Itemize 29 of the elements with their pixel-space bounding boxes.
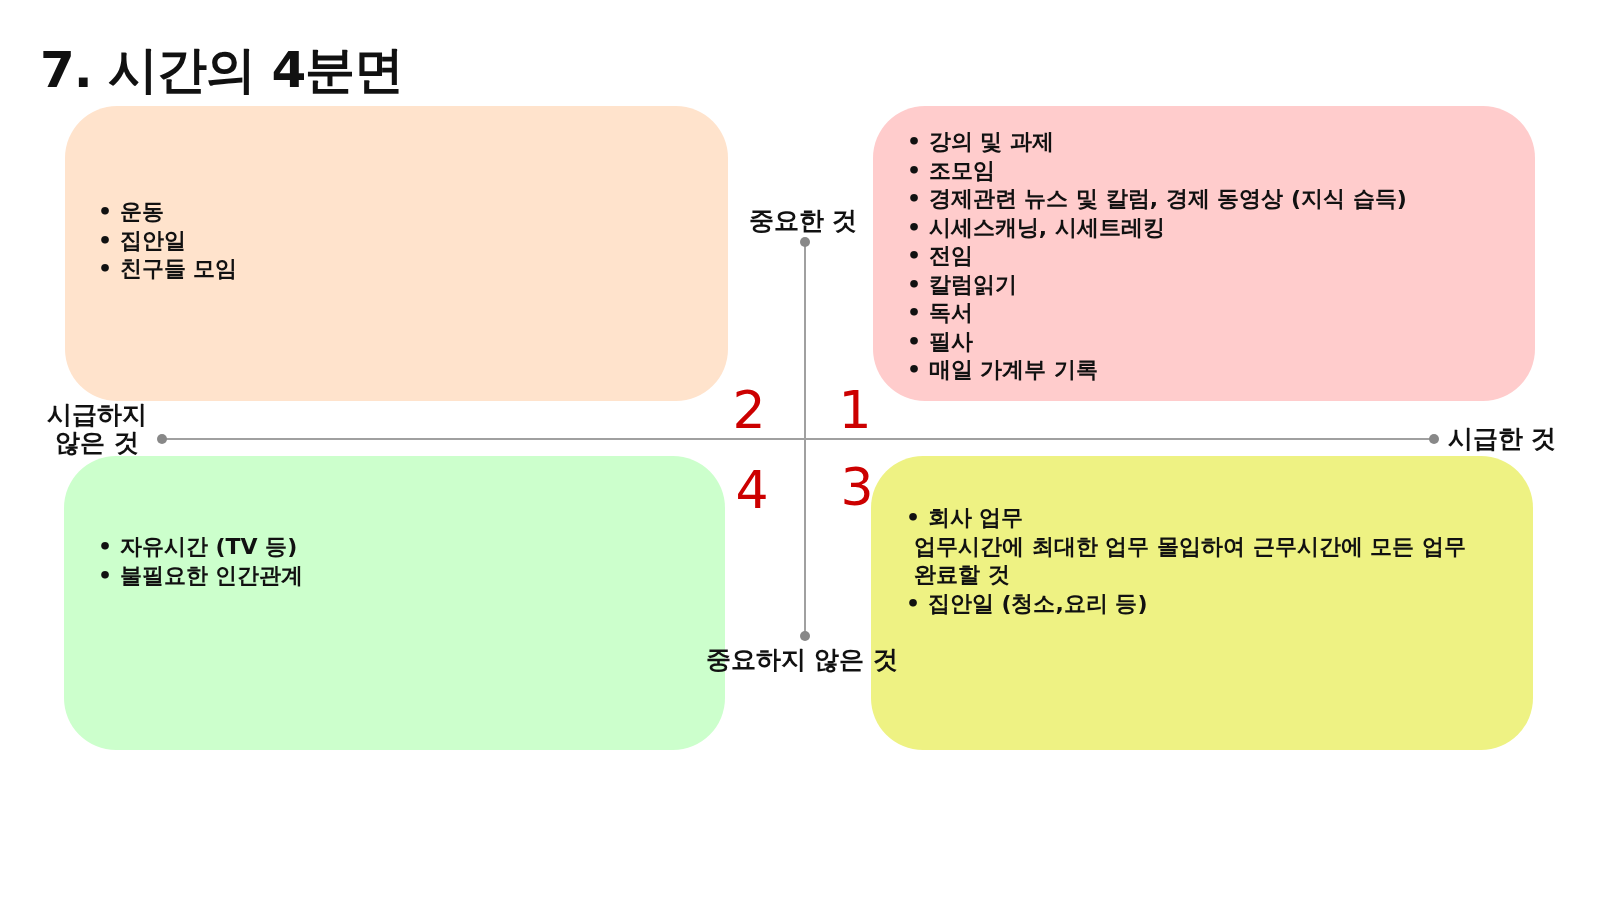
bullet-item: • 회사 업무 bbox=[906, 504, 1025, 532]
bullet-item: • 강의 및 과제 bbox=[907, 128, 1056, 156]
quadrant-number: 2 bbox=[732, 384, 766, 436]
page-title: 7. 시간의 4분면 bbox=[40, 40, 404, 100]
quadrant-number: 3 bbox=[840, 461, 874, 513]
axis-label: 중요하지 않은 것 bbox=[705, 646, 899, 674]
bullet-item: • 집안일 (청소,요리 등) bbox=[906, 589, 1149, 618]
axis-label: 중요한 것 bbox=[748, 207, 858, 235]
quadrant-box bbox=[871, 456, 1533, 750]
bullet-item: • 경제관련 뉴스 및 칼럼, 경제 동영상 (지식 습득) bbox=[907, 185, 1408, 213]
bullet-item: • 필사 bbox=[907, 327, 974, 356]
quadrant-number: 1 bbox=[838, 384, 872, 436]
bullet-item: • 운동 bbox=[98, 198, 165, 226]
axis-label: 시급한 것 bbox=[1447, 425, 1557, 453]
axis-label: 시급하지 않은 것 bbox=[46, 401, 148, 457]
quadrant-box bbox=[873, 106, 1535, 401]
bullet-item: • 칼럼읽기 bbox=[907, 270, 1018, 299]
bullet-item: • 자유시간 (TV 등) bbox=[98, 533, 299, 561]
bullet-item: • 조모임 bbox=[907, 156, 996, 185]
bullet-item: • 불필요한 인간관계 bbox=[98, 561, 305, 590]
bullet-item: • 집안일 bbox=[98, 226, 187, 255]
bullet-item: • 매일 가계부 기록 bbox=[907, 356, 1100, 384]
bullet-item: • 독서 bbox=[907, 299, 974, 327]
bullet-item: • 시세스캐닝, 시세트레킹 bbox=[907, 213, 1166, 242]
bullet-item: • 친구들 모임 bbox=[98, 255, 239, 283]
note-text: 업무시간에 최대한 업무 몰입하여 근무시간에 모든 업무 완료할 것 bbox=[913, 532, 1467, 589]
bullet-item: • 전임 bbox=[907, 242, 974, 270]
quadrant-box bbox=[65, 106, 728, 401]
quadrant-number: 4 bbox=[735, 464, 769, 516]
